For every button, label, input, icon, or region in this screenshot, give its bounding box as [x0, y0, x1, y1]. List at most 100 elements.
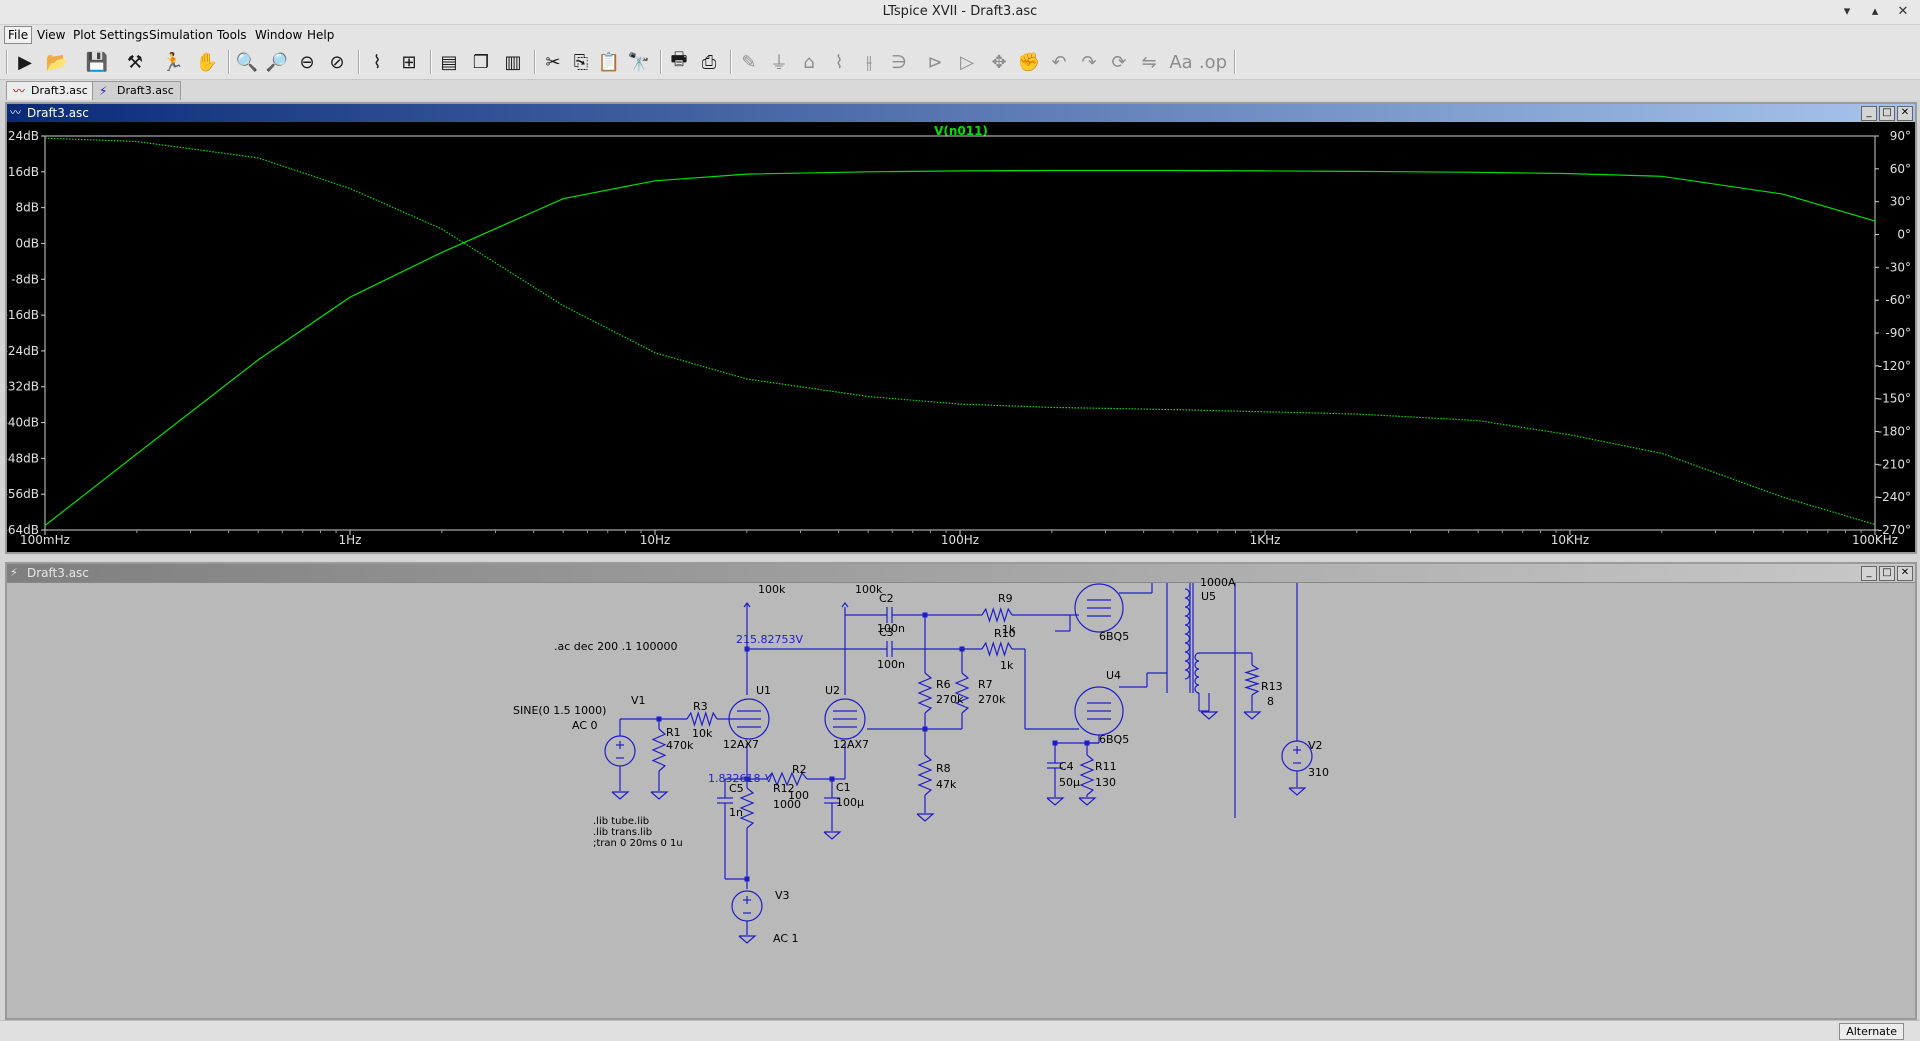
pan-hand-icon[interactable]: ✋: [195, 51, 219, 73]
schematic-label-r1-name[interactable]: R1: [666, 726, 681, 739]
schematic-label-r10-val[interactable]: 1k: [1000, 659, 1014, 672]
open-icon[interactable]: 📂: [45, 51, 69, 73]
menu-plot-settings[interactable]: Plot Settings: [73, 28, 149, 42]
schematic-label-r8-val[interactable]: 47k: [936, 778, 957, 791]
schematic-label-r12-name[interactable]: R12: [773, 782, 795, 795]
menu-help[interactable]: Help: [307, 28, 335, 42]
undo-icon[interactable]: ↶: [1051, 51, 1067, 73]
mdi-minimize-icon[interactable]: _: [1861, 566, 1877, 581]
wire-icon[interactable]: ✎: [741, 51, 757, 73]
schematic-label-net-v-cathode[interactable]: 1.832618: [708, 772, 761, 785]
schematic-label-tran[interactable]: ;tran 0 20ms 0 1u: [593, 838, 683, 849]
schematic-label-load-right[interactable]: 100k: [855, 583, 883, 596]
drag-icon[interactable]: ✊: [1017, 51, 1041, 73]
schematic-label-xfmr-val[interactable]: 1000A: [1200, 576, 1236, 589]
clear-icon[interactable]: ⊞: [401, 51, 417, 73]
inductor-icon[interactable]: ∋: [891, 51, 907, 73]
schematic-label-v1-ac[interactable]: AC 0: [572, 719, 598, 732]
trace-label[interactable]: V(n011): [934, 124, 988, 138]
cut-icon[interactable]: ✂: [545, 51, 561, 73]
copy-icon[interactable]: ⎘: [573, 51, 589, 73]
schematic-label-r7-val[interactable]: 270k: [978, 693, 1006, 706]
schematic-label-v3-name[interactable]: V3: [775, 889, 790, 902]
schematic-label-r1-val[interactable]: 470k: [666, 739, 694, 752]
schematic-label-r7-name[interactable]: R7: [978, 678, 993, 691]
schematic-label-v2-name[interactable]: V2: [1308, 739, 1323, 752]
schematic-label-r11-val[interactable]: 130: [1095, 776, 1116, 789]
schematic-label-u2-type[interactable]: 12AX7: [833, 738, 870, 751]
zoom-back-icon[interactable]: ⊖: [299, 51, 315, 73]
mdi-close-icon[interactable]: ✕: [1897, 106, 1913, 121]
diode-icon[interactable]: ⊳: [927, 51, 943, 73]
schematic-label-r9-val[interactable]: 1k: [1002, 623, 1016, 636]
schematic-label-v1-name[interactable]: V1: [631, 694, 646, 707]
schematic-label-v2-val[interactable]: 310: [1308, 766, 1329, 779]
schematic-label-r13-val[interactable]: 8: [1267, 695, 1274, 708]
schematic-label-net-v-plate[interactable]: 215.82753V: [736, 633, 804, 646]
schematic-label-r12-val[interactable]: 1000: [773, 798, 801, 811]
paste-icon[interactable]: 📋: [597, 51, 621, 73]
schematic-label-c4-name[interactable]: C4: [1059, 760, 1074, 773]
schematic-label-load-left[interactable]: 100k: [758, 583, 786, 596]
mirror-icon[interactable]: ⇋: [1141, 51, 1157, 73]
component-icon[interactable]: ▷: [960, 51, 974, 73]
run-icon[interactable]: ▶: [18, 51, 32, 73]
schematic-label-r6-val[interactable]: 270k: [936, 693, 964, 706]
capacitor-icon[interactable]: ⫲: [866, 51, 872, 73]
schematic-label-c2-val[interactable]: 100n: [877, 622, 905, 635]
autoscale-icon[interactable]: ⌇: [372, 51, 382, 73]
schematic-label-c3-name[interactable]: C3: [879, 626, 894, 639]
schematic-label-lib2[interactable]: .lib trans.lib: [593, 827, 653, 838]
schematic-label-r6-name[interactable]: R6: [936, 678, 951, 691]
schematic-label-r2-val[interactable]: 100: [788, 789, 809, 802]
zoom-in-icon[interactable]: 🔍: [235, 51, 259, 73]
schematic-label-u1-type[interactable]: 12AX7: [723, 738, 760, 751]
tile-horizontal-icon[interactable]: ▤: [440, 51, 458, 73]
minimize-icon[interactable]: ▾: [1843, 4, 1851, 19]
schematic-label-r3-name[interactable]: R3: [693, 700, 708, 713]
schematic-label-u4-type[interactable]: 6BQ5: [1099, 733, 1130, 746]
plot-window-titlebar[interactable]: 〰 Draft3.asc _ □ ✕: [7, 104, 1915, 122]
schematic-label-ac-directive[interactable]: .ac dec 200 .1 100000: [554, 640, 678, 653]
schematic-label-c3-val[interactable]: 100n: [877, 658, 905, 671]
mdi-maximize-icon[interactable]: □: [1879, 106, 1895, 121]
schematic-label-v3-val[interactable]: AC 1: [773, 932, 799, 945]
schematic-label-c4-val[interactable]: 50µ: [1059, 776, 1080, 789]
label-icon[interactable]: ⌂: [803, 51, 815, 73]
schematic-label-u1-name[interactable]: U1: [756, 684, 772, 697]
mdi-maximize-icon[interactable]: □: [1879, 566, 1895, 581]
schematic-label-r13-name[interactable]: R13: [1261, 680, 1283, 693]
text-icon[interactable]: Aa: [1169, 51, 1193, 73]
schematic-label-v1-sine[interactable]: SINE(0 1.5 1000): [513, 704, 607, 717]
schematic-label-net-v-cathode-tail[interactable]: V: [765, 772, 773, 785]
schematic-label-c5-name[interactable]: C5: [729, 782, 744, 795]
print-icon[interactable]: 🖶: [670, 49, 688, 70]
rotate-icon[interactable]: ⟳: [1111, 51, 1127, 73]
schematic-label-u5-name[interactable]: U5: [1201, 590, 1217, 603]
menu-file[interactable]: File: [4, 26, 33, 44]
tab-schematic[interactable]: ⚡ Draft3.asc: [92, 81, 181, 100]
zoom-out-icon[interactable]: 🔎: [265, 51, 289, 73]
mdi-close-icon[interactable]: ✕: [1897, 566, 1913, 581]
tab-waveform[interactable]: 〰 Draft3.asc: [6, 81, 95, 100]
maximize-icon[interactable]: ▴: [1871, 4, 1879, 19]
mdi-minimize-icon[interactable]: _: [1861, 106, 1877, 121]
menu-view[interactable]: View: [37, 28, 66, 42]
redo-icon[interactable]: ↷: [1081, 51, 1097, 73]
schematic-label-c2-name[interactable]: C2: [879, 592, 894, 605]
schematic-label-u4-name[interactable]: U4: [1106, 669, 1122, 682]
resistor-icon[interactable]: ⌇: [834, 51, 844, 73]
close-icon[interactable]: ✕: [1897, 4, 1909, 19]
save-icon[interactable]: 💾: [85, 51, 109, 73]
schematic-label-c5-val[interactable]: 1n: [729, 806, 743, 819]
schematic-label-r11-name[interactable]: R11: [1095, 760, 1117, 773]
menu-window[interactable]: Window: [255, 28, 303, 42]
control-panel-icon[interactable]: ⚒: [126, 51, 144, 73]
print-setup-icon[interactable]: ⎙: [701, 51, 717, 73]
schematic-window-titlebar[interactable]: ⚡ Draft3.asc _ □ ✕: [7, 564, 1915, 582]
schematic-label-r8-name[interactable]: R8: [936, 762, 951, 775]
move-icon[interactable]: ✥: [991, 51, 1007, 73]
schematic-label-lib1[interactable]: .lib tube.lib: [593, 816, 650, 827]
find-icon[interactable]: 🔭: [627, 51, 651, 73]
